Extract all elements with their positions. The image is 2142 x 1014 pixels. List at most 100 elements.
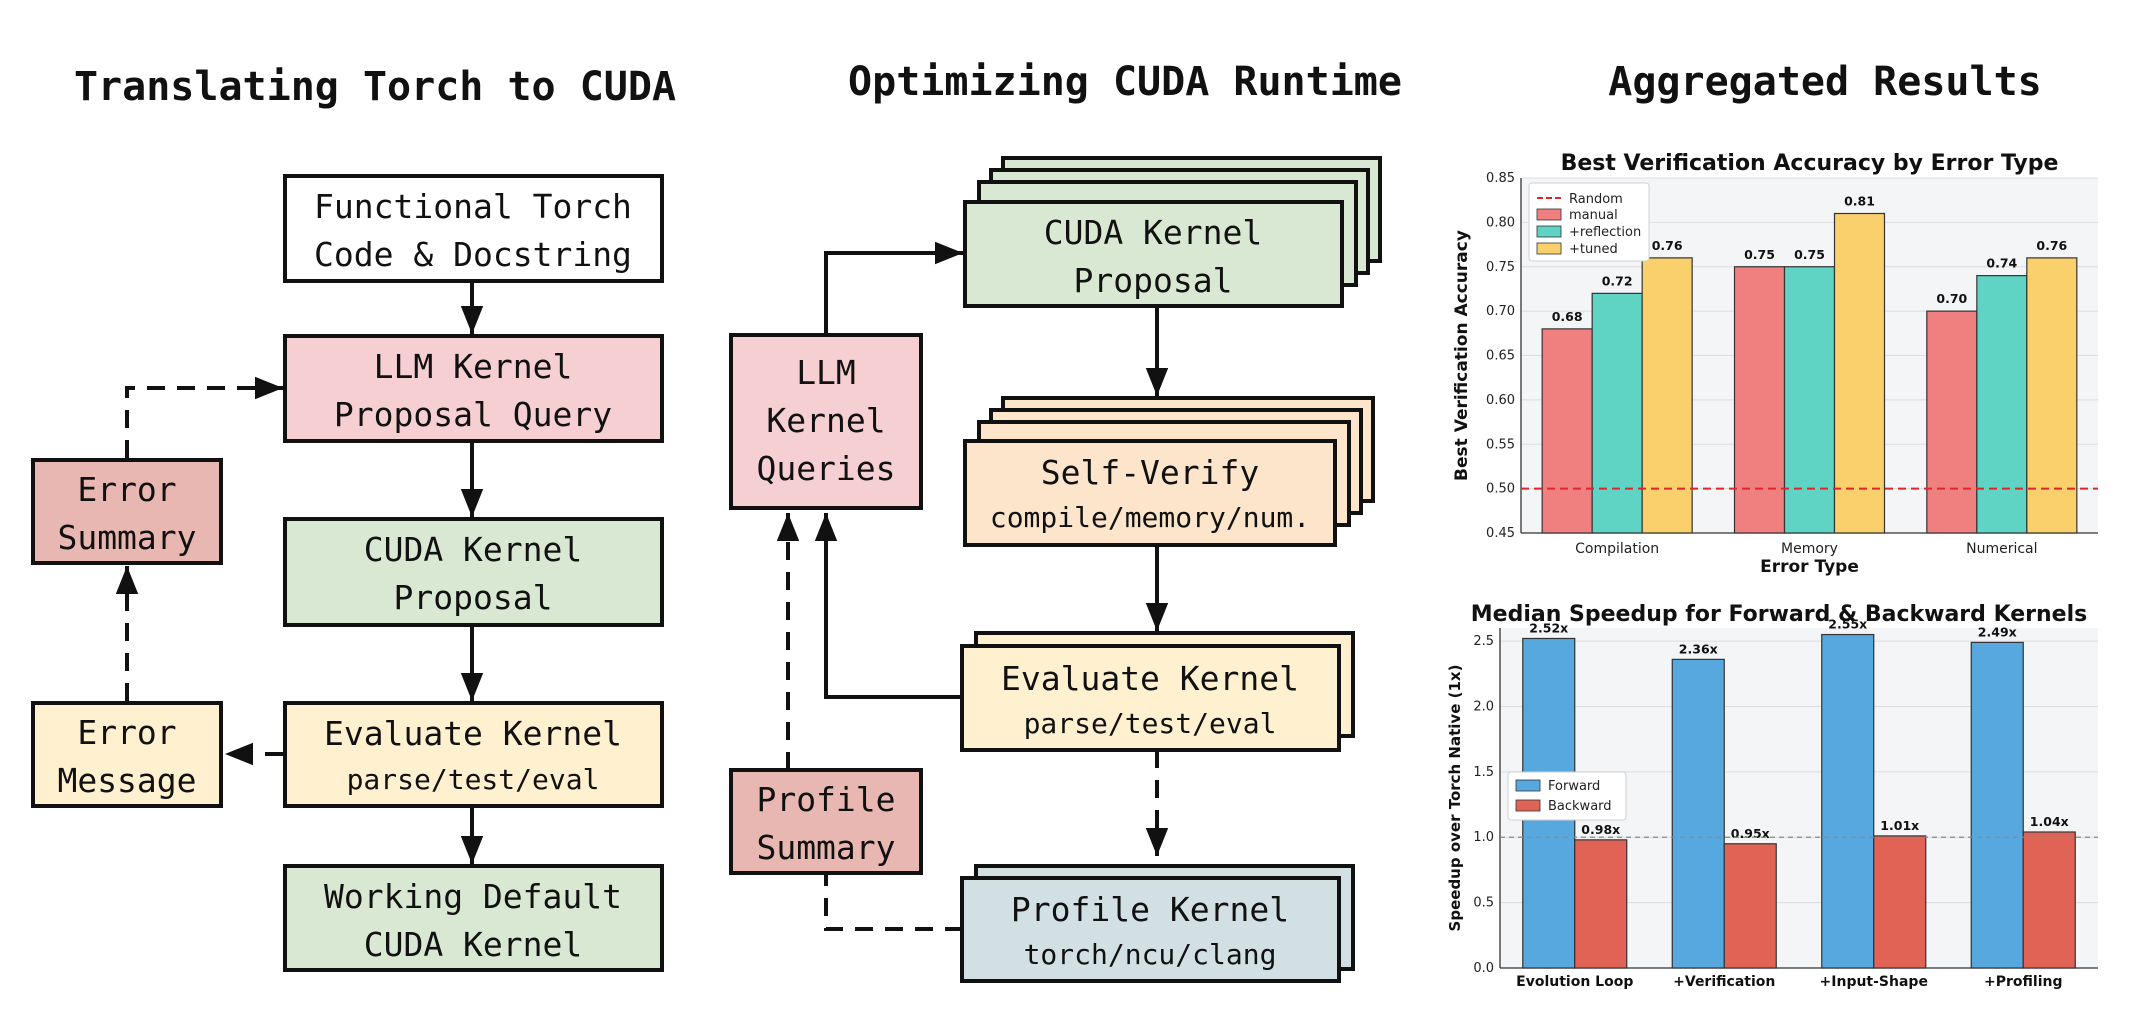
- chart1-value-label: 0.81: [1844, 194, 1875, 209]
- error-summary-line-1: Error: [77, 470, 176, 509]
- profile-kernel-subtitle: torch/ncu/clang: [1024, 938, 1277, 971]
- box-error-summary: Error Summary: [31, 458, 223, 565]
- chart1-legend-box: [1528, 182, 1650, 262]
- chart1-category-label: Memory: [1781, 541, 1838, 557]
- middle-diagram: LLM Kernel Queries CUDA Kernel Proposal …: [729, 156, 1382, 983]
- chart2-ylabel: Speedup over Torch Native (1x): [1446, 665, 1464, 932]
- chart1-ylabel: Best Verification Accuracy: [1452, 230, 1472, 481]
- chart1-category-label: Numerical: [1966, 541, 2037, 557]
- evaluate-mid-title: Evaluate Kernel: [1001, 659, 1299, 698]
- chart2-ytick-label: 1.5: [1473, 765, 1494, 780]
- chart2-value-label: 0.98x: [1581, 822, 1620, 837]
- chart1-ytick-label: 0.50: [1486, 482, 1515, 497]
- chart2-legend-swatch: [1515, 799, 1541, 812]
- chart1-value-label: 0.68: [1552, 309, 1583, 324]
- chart2-category-label: +Verification: [1673, 974, 1775, 990]
- chart1-bar-reflection-numerical: [1976, 275, 2028, 534]
- chart1-bar-reflection-compilation: [1591, 292, 1643, 534]
- chart1-value-label: 0.76: [1652, 238, 1683, 253]
- profile-summary-line-1: Profile: [756, 780, 895, 819]
- chart2-value-label: 2.55x: [1828, 617, 1867, 632]
- box-evaluate-left: Evaluate Kernel parse/test/eval: [283, 701, 664, 808]
- cuda-proposal-left-line-1: CUDA Kernel: [364, 530, 583, 569]
- chart1-bar-manual-memory: [1733, 266, 1786, 534]
- profile-summary-line-2: Summary: [756, 828, 895, 867]
- chart2-ytick-label: 1.0: [1473, 830, 1494, 845]
- llm-queries-line-2: Kernel: [766, 401, 885, 440]
- chart2-value-label: 0.95x: [1731, 826, 1770, 841]
- edge-queries-to-proposal: [824, 241, 963, 335]
- box-error-message: Error Message: [31, 701, 223, 808]
- edge-summary-to-llm: [125, 376, 283, 458]
- chart2-category-label: Evolution Loop: [1516, 974, 1633, 990]
- chart2-category-label: +Profiling: [1984, 974, 2062, 990]
- edge-evaluate-to-queries: [814, 513, 963, 699]
- profile-kernel-title: Profile Kernel: [1011, 890, 1289, 929]
- self-verify-title: Self-Verify: [1041, 453, 1260, 492]
- chart-verification-accuracy: 0.45 0.50 0.55 0.60 0.65 0.70 0.75 0.80 0.85 0.68…: [1452, 151, 2098, 577]
- chart1-ytick-label: 0.70: [1486, 304, 1515, 319]
- chart1-legend-label: manual: [1569, 208, 1618, 223]
- chart1-ytick-label: 0.80: [1486, 215, 1515, 230]
- evaluate-left-title: Evaluate Kernel: [324, 714, 622, 753]
- working-default-line-1: Working Default: [324, 877, 622, 916]
- chart1-legend-label: +tuned: [1569, 242, 1618, 257]
- chart1-value-label: 0.74: [1986, 256, 2017, 271]
- chart1-bar-tuned-memory: [1833, 212, 1886, 534]
- functional-torch-line-2: Code & Docstring: [314, 235, 632, 274]
- chart1-ytick-label: 0.65: [1486, 349, 1515, 364]
- chart1-legend-label: +reflection: [1569, 225, 1641, 240]
- self-verify-subtitle: compile/memory/num.: [990, 501, 1310, 534]
- chart2-category-label: +Input-Shape: [1820, 974, 1928, 990]
- chart2-value-label: 2.36x: [1679, 641, 1718, 656]
- box-self-verify: Self-Verify compile/memory/num.: [963, 439, 1337, 547]
- cuda-proposal-left-line-2: Proposal: [394, 578, 553, 617]
- title-middle: Optimizing CUDA Runtime: [848, 59, 1402, 105]
- chart1-ytick-label: 0.75: [1486, 260, 1515, 275]
- chart2-legend-label: Backward: [1548, 799, 1612, 814]
- box-evaluate-mid: Evaluate Kernel parse/test/eval: [960, 644, 1341, 752]
- chart1-category-label: Compilation: [1575, 541, 1659, 557]
- title-right: Aggregated Results: [1608, 59, 2041, 105]
- error-message-line-1: Error: [77, 713, 176, 752]
- chart1-bar-tuned-numerical: [2026, 257, 2078, 534]
- evaluate-mid-subtitle: parse/test/eval: [1024, 707, 1277, 740]
- error-message-line-2: Message: [57, 761, 196, 800]
- box-cuda-proposal-left: CUDA Kernel Proposal: [283, 517, 664, 627]
- chart2-bar-backward-3: [2022, 831, 2076, 969]
- chart2-bar-forward-3: [1970, 641, 2024, 969]
- evaluate-left-subtitle: parse/test/eval: [347, 763, 600, 796]
- chart2-bar-backward-0: [1574, 839, 1628, 969]
- box-cuda-proposal-mid: CUDA Kernel Proposal: [963, 200, 1344, 308]
- chart1-value-label: 0.75: [1744, 247, 1775, 262]
- chart1-ytick-label: 0.55: [1486, 437, 1515, 452]
- box-llm-kernel-queries: LLM Kernel Queries: [729, 333, 923, 510]
- chart2-value-label: 2.52x: [1529, 620, 1568, 635]
- chart1-legend-swatch: [1536, 242, 1562, 255]
- chart2-title: Median Speedup for Forward & Backward Ke…: [1471, 602, 2087, 627]
- chart1-bar-manual-numerical: [1926, 310, 1978, 534]
- chart1-ytick-label: 0.85: [1486, 171, 1515, 186]
- chart2-value-label: 1.04x: [2030, 814, 2069, 829]
- box-profile-kernel: Profile Kernel torch/ncu/clang: [960, 876, 1341, 983]
- box-working-default: Working Default CUDA Kernel: [283, 864, 664, 972]
- functional-torch-line-1: Functional Torch: [314, 187, 632, 226]
- chart1-value-label: 0.75: [1794, 247, 1825, 262]
- chart1-value-label: 0.72: [1602, 273, 1633, 288]
- chart1-ytick-label: 0.60: [1486, 393, 1515, 408]
- title-left: Translating Torch to CUDA: [74, 64, 676, 110]
- left-diagram: Functional Torch Code & Docstring LLM Ke…: [31, 174, 664, 972]
- box-functional-torch: Functional Torch Code & Docstring: [283, 174, 664, 283]
- chart1-ytick-label: 0.45: [1486, 526, 1515, 541]
- chart1-legend-swatch: [1536, 225, 1562, 238]
- chart2-bar-backward-1: [1723, 843, 1777, 969]
- cuda-proposal-mid-line-2: Proposal: [1074, 261, 1233, 300]
- edge-profile-to-summary: [824, 874, 963, 931]
- chart2-bar-forward-1: [1671, 658, 1725, 969]
- box-profile-summary: Profile Summary: [729, 768, 923, 875]
- chart1-xlabel: Error Type: [1760, 557, 1859, 577]
- chart1-bar-tuned-compilation: [1641, 257, 1693, 534]
- chart1-value-label: 0.76: [2036, 238, 2067, 253]
